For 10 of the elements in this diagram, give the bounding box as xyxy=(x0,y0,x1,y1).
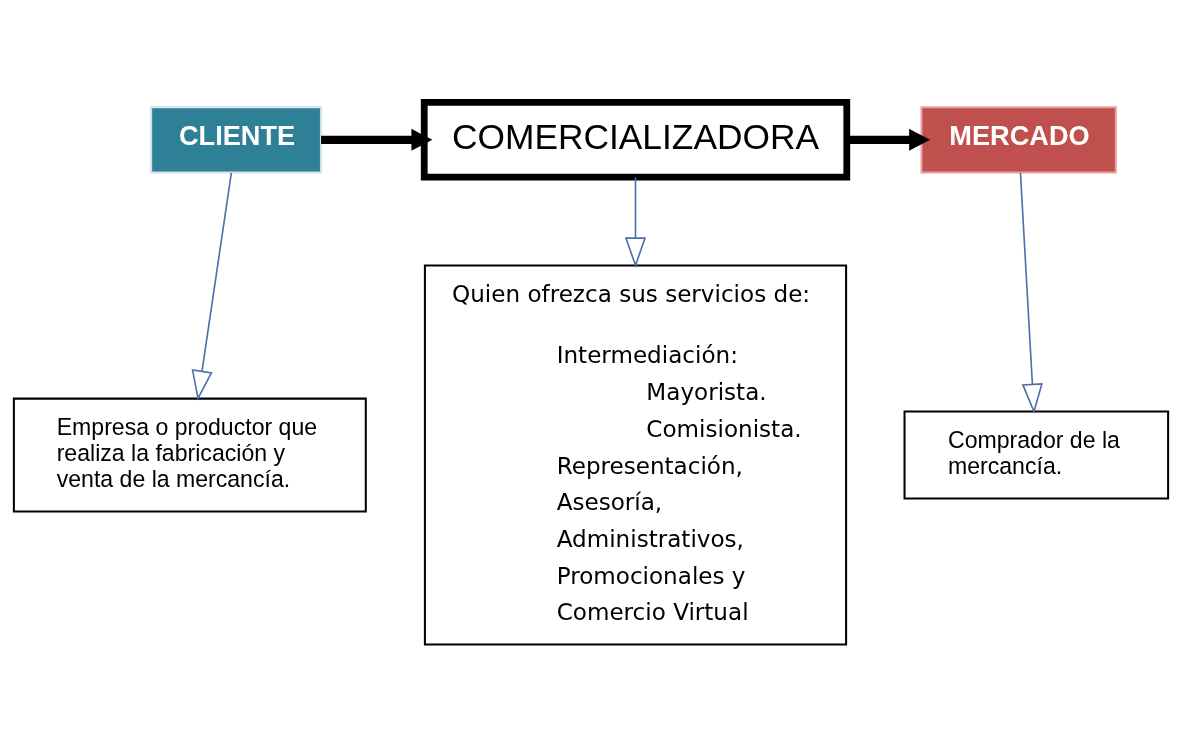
arrow xyxy=(1019,171,1043,414)
arrow xyxy=(191,171,233,401)
arrow xyxy=(321,128,433,151)
node-box: CLIENTE xyxy=(150,105,322,173)
node-box: MERCADO xyxy=(920,105,1117,173)
node-box: Empresa o productor que realiza la fabricación y venta de la mercancía. xyxy=(12,397,367,512)
node-box: COMERCIALIZADORA xyxy=(420,98,851,181)
node-box: Quien ofrezca sus servicios de: Intermediación: Mayorista. Comisionista. Representación, Asesoría, Administrativos, Promocionales y Comercio Virtual xyxy=(423,263,848,646)
arrow xyxy=(624,176,647,268)
node-box: Comprador de la mercancía. xyxy=(903,410,1170,499)
